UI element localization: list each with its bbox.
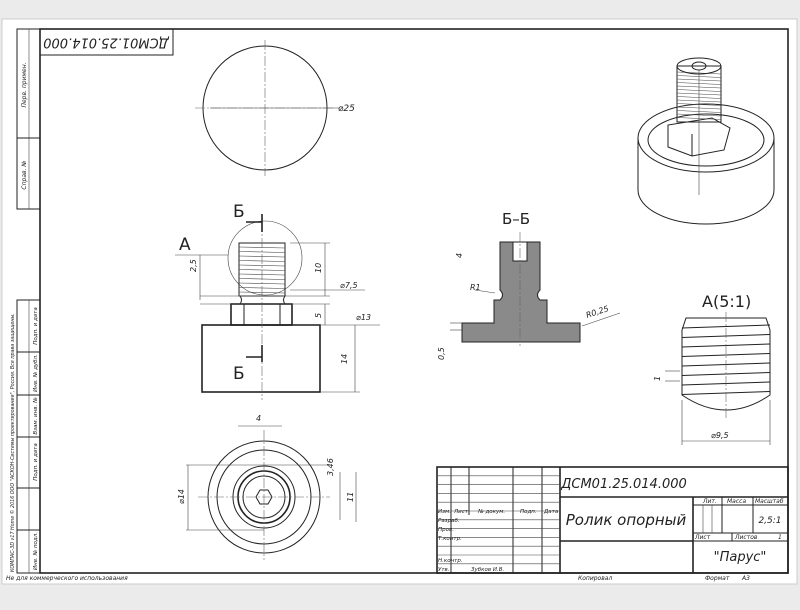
stamp-sign-date-1: Подп. и дата xyxy=(33,307,39,345)
detail-view: А(5:1) ⌀9,5 1 xyxy=(653,292,771,445)
front-view: А Б Б 2,5 10 ⌀7,5 5 ⌀13 14 xyxy=(175,202,380,400)
dim-top-diameter: ⌀25 xyxy=(338,104,355,114)
sheet-label: Лист xyxy=(694,534,711,541)
header-sheet: Лист xyxy=(453,509,469,515)
dim-3-46: 3,46 xyxy=(326,458,335,476)
software-note: КОМПАС-3D v17 Home © 2016 ООО "АСКОН-Сис… xyxy=(9,313,16,572)
paper xyxy=(1,18,798,585)
isometric-view xyxy=(637,57,775,225)
section-mark-bottom: Б xyxy=(233,364,245,384)
sheets-label: Листов xyxy=(734,534,758,541)
copied-label: Копировал xyxy=(578,575,612,582)
bottom-view: 4 ⌀14 3,46 11 xyxy=(177,414,357,560)
dim-11: 11 xyxy=(346,492,355,502)
role-checker: Пров. xyxy=(438,527,454,533)
dim-4: 4 xyxy=(256,414,261,423)
header-sign: Подп. xyxy=(520,509,537,515)
detail-dim-1: 1 xyxy=(653,376,662,381)
hatch-line xyxy=(681,324,771,329)
header-doc-no: № докум. xyxy=(477,509,505,515)
mass-label: Масса xyxy=(727,498,746,505)
detail-title: А(5:1) xyxy=(702,292,751,311)
section-dim-0-5: 0,5 xyxy=(437,347,446,360)
stamp-first-use: Перв. примен. xyxy=(21,62,28,107)
designation: ДСМ01.25.014.000 xyxy=(560,477,687,492)
lit-label: Лит. xyxy=(702,498,717,505)
title-block: ДСМ01.25.014.000 Ролик опорный "Парус" И… xyxy=(436,466,789,574)
detail-dim-d9-5: ⌀9,5 xyxy=(711,431,729,440)
inverted-designation: ДСМ01.25.014.000 xyxy=(43,35,170,50)
dim-d13: ⌀13 xyxy=(356,313,371,322)
approver-name: Зубков И.В. xyxy=(471,567,504,573)
dim-d7-5: ⌀7,5 xyxy=(340,281,358,290)
organization: "Парус" xyxy=(714,550,767,565)
stamp-dup-inv: Инв. № дубл. xyxy=(33,354,39,392)
section-mark-top: Б xyxy=(233,202,245,222)
stamp-sign-date-2: Подп. и дата xyxy=(33,443,39,481)
dim-2-5: 2,5 xyxy=(189,259,198,272)
side-stamp: Перв. примен. Справ. № Подп. и дата Инв.… xyxy=(9,28,41,574)
dim-14: 14 xyxy=(340,354,349,364)
stamp-ref-no: Справ. № xyxy=(21,160,28,189)
role-tech-control: Т.контр. xyxy=(438,536,462,542)
scale-value: 2,5:1 xyxy=(758,516,781,526)
hatch-line xyxy=(681,353,771,357)
section-title: Б–Б xyxy=(502,210,530,228)
role-approver: Утв. xyxy=(438,567,450,573)
top-view: ⌀25 xyxy=(195,40,355,176)
hatch-line xyxy=(238,264,286,267)
format-label: Формат xyxy=(705,575,730,582)
header-date: Дата xyxy=(543,509,559,515)
scale-label: Масштаб xyxy=(755,498,784,505)
stamp-orig-inv: Инв. № подл. xyxy=(33,532,39,570)
section-r1: R1 xyxy=(470,283,481,292)
stamp-replace-inv: Взам. инв. № xyxy=(33,397,39,435)
dim-10: 10 xyxy=(314,263,323,273)
role-norm-control: Н.контр. xyxy=(438,558,463,564)
format-value: А3 xyxy=(741,575,750,582)
sheets-value: 1 xyxy=(778,534,782,541)
dim-5: 5 xyxy=(314,313,323,318)
part-name: Ролик опорный xyxy=(566,511,687,529)
non-commercial-note: Не для коммерческого использования xyxy=(6,575,128,582)
dim-d14: ⌀14 xyxy=(177,489,186,504)
header-change: Изм. xyxy=(438,509,451,515)
view-a-label: А xyxy=(179,235,191,255)
role-developer: Разраб. xyxy=(438,518,460,524)
section-dim-4: 4 xyxy=(455,253,464,258)
